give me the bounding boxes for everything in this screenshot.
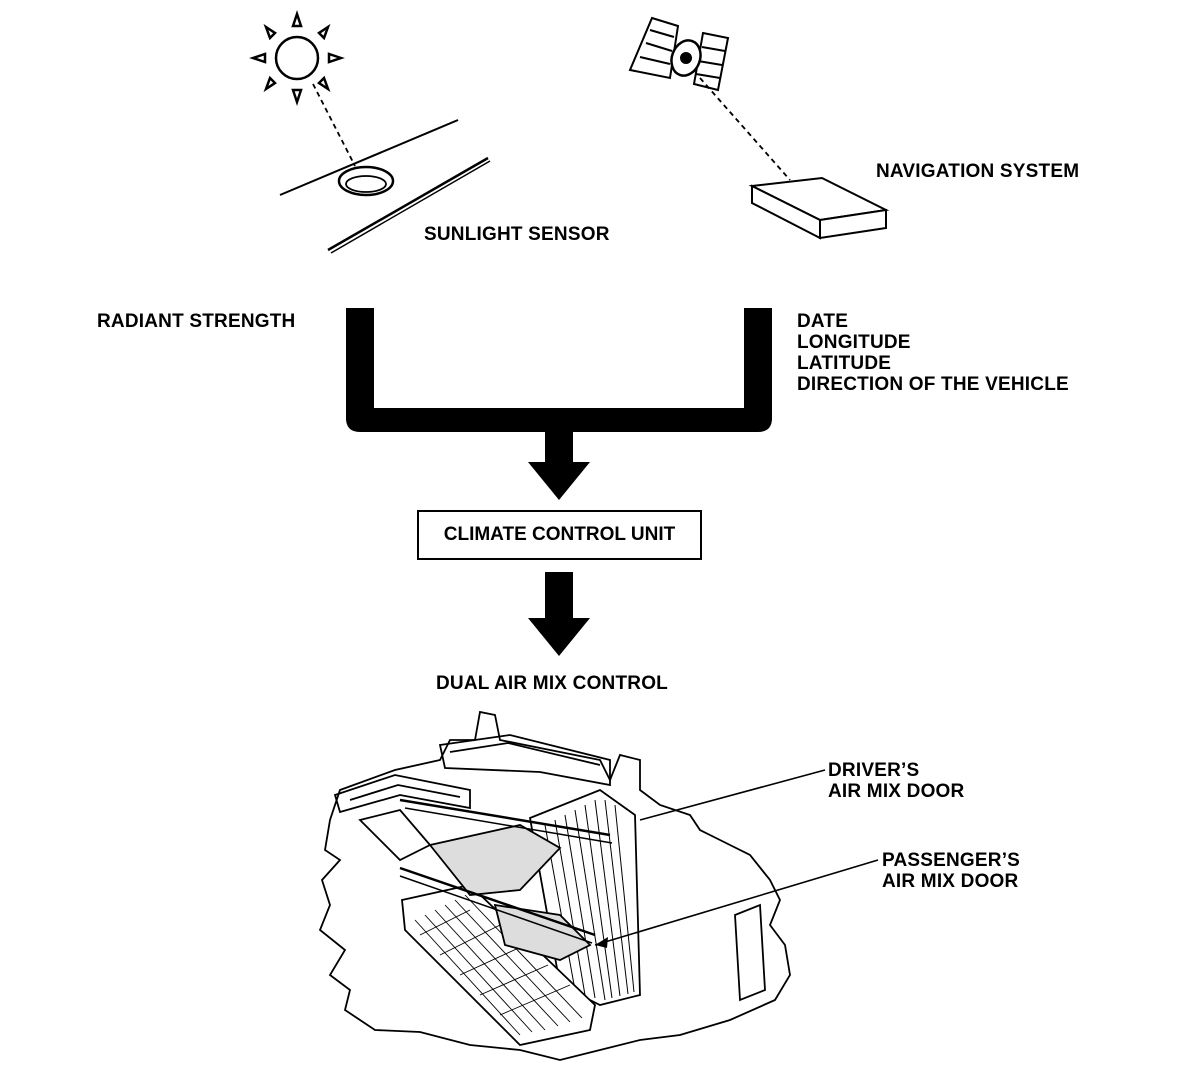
drivers-air-mix-door-label: DRIVER’S AIR MIX DOOR	[828, 760, 964, 802]
satellite-icon	[628, 16, 730, 92]
passengers-air-mix-door-label: PASSENGER’S AIR MIX DOOR	[882, 850, 1020, 892]
nav-input-longitude: LONGITUDE	[797, 332, 911, 353]
drivers-door-leader	[639, 769, 826, 821]
navigation-inputs-list: DATE LONGITUDE LATITUDE DIRECTION OF THE…	[797, 311, 1069, 395]
passengers-door-leader	[594, 859, 879, 946]
nav-input-date: DATE	[797, 311, 849, 332]
sun-ray	[312, 83, 356, 167]
satellite-signal	[699, 77, 791, 181]
signal-flow-arrows	[346, 308, 772, 656]
climate-control-unit-box: CLIMATE CONTROL UNIT	[417, 510, 702, 560]
passengers-door-line-2: AIR MIX DOOR	[882, 871, 1019, 892]
sun-icon	[249, 10, 345, 106]
sunlight-sensor-label: SUNLIGHT SENSOR	[424, 224, 610, 245]
dual-air-mix-control-label: DUAL AIR MIX CONTROL	[436, 673, 668, 694]
nav-input-latitude: LATITUDE	[797, 353, 892, 374]
navigation-system-label: NAVIGATION SYSTEM	[876, 161, 1080, 182]
sunlight-sensor-icon	[279, 119, 491, 254]
passengers-door-leader-head	[595, 937, 608, 948]
drivers-door-line-1: DRIVER’S	[828, 760, 920, 781]
nav-input-direction: DIRECTION OF THE VEHICLE	[797, 374, 1069, 395]
passengers-door-line-1: PASSENGER’S	[882, 850, 1021, 871]
navigation-unit-icon	[748, 176, 890, 240]
drivers-door-line-2: AIR MIX DOOR	[828, 781, 965, 802]
radiant-strength-label: RADIANT STRENGTH	[97, 311, 296, 332]
climate-control-unit-label: CLIMATE CONTROL UNIT	[443, 524, 676, 545]
heater-unit-illustration	[318, 710, 791, 1061]
